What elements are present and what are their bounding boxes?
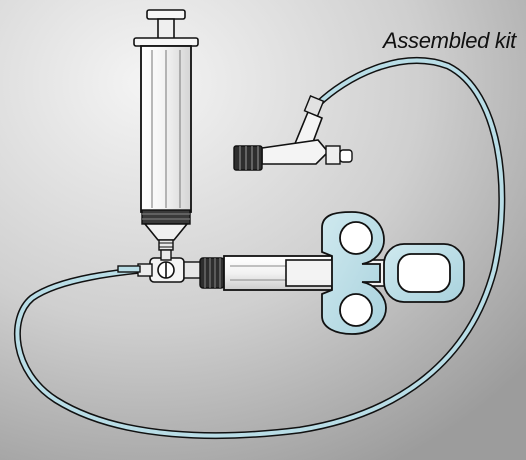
tubing-fill (15, 58, 504, 438)
plunger-rod (157, 18, 175, 40)
y-branch-cap (303, 95, 325, 117)
y-left-hub (233, 145, 263, 171)
caption-assembled-kit: Assembled kit (382, 28, 516, 53)
syringe-flange (133, 37, 199, 47)
y-right-cap (339, 149, 353, 163)
large-syringe (133, 9, 199, 251)
plunger-stopper (141, 209, 191, 225)
extension-tubing (13, 57, 506, 440)
upper-finger-ring (339, 221, 373, 255)
short-tubing-segment (117, 265, 141, 273)
three-way-stopcock (137, 249, 203, 283)
plunger-thumb-rest (146, 9, 186, 20)
luer-tip (158, 239, 174, 251)
y-connector (233, 95, 353, 171)
stopcock-lever (160, 249, 172, 261)
syringe-tip (143, 223, 189, 241)
lower-finger-ring (339, 293, 373, 327)
y-right-port (325, 145, 341, 165)
ring-control-syringe (199, 211, 465, 335)
thumb-ring-hole (397, 253, 451, 293)
